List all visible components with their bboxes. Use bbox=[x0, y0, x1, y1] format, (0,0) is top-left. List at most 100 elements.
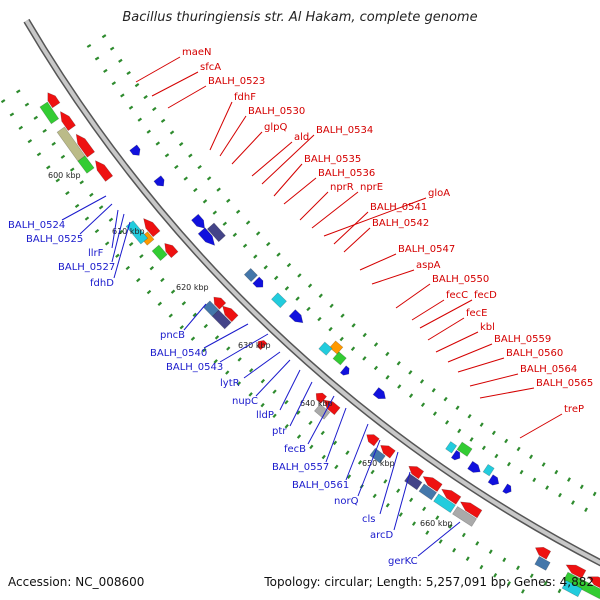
tick-mark bbox=[134, 83, 140, 88]
gene-label: treP bbox=[564, 404, 584, 415]
tick-mark bbox=[51, 141, 56, 146]
leader-line bbox=[79, 203, 113, 235]
tick-mark bbox=[236, 381, 242, 386]
leader-line bbox=[323, 197, 427, 237]
tick-mark bbox=[297, 273, 302, 278]
tick-mark bbox=[362, 332, 367, 338]
tick-mark bbox=[260, 402, 265, 408]
tick-mark bbox=[65, 191, 70, 196]
tick-mark bbox=[306, 306, 311, 312]
gene-feature bbox=[445, 441, 458, 454]
tick-mark bbox=[516, 446, 521, 452]
backbone-line bbox=[24, 19, 600, 565]
tick-mark bbox=[373, 342, 379, 347]
gene-label: fecC bbox=[446, 290, 468, 301]
gene-feature bbox=[151, 244, 168, 262]
tick-mark bbox=[143, 95, 148, 100]
leader-line bbox=[359, 253, 397, 271]
tick-mark bbox=[237, 357, 242, 362]
tick-mark bbox=[284, 286, 290, 291]
gene-feature bbox=[565, 564, 587, 579]
tick-mark bbox=[541, 462, 546, 467]
gene-label: gerKC bbox=[388, 556, 418, 567]
tick-mark bbox=[149, 265, 155, 271]
tick-mark bbox=[137, 117, 143, 122]
tick-mark bbox=[334, 464, 339, 470]
tick-mark bbox=[69, 167, 75, 172]
tick-mark bbox=[111, 81, 117, 86]
gene-label: BALH_0550 bbox=[432, 274, 489, 285]
gene-label: maeN bbox=[182, 47, 212, 58]
tick-mark bbox=[370, 469, 375, 475]
tick-mark bbox=[164, 153, 170, 158]
gene-feature bbox=[222, 305, 239, 323]
leader-line bbox=[111, 209, 119, 249]
tick-mark bbox=[321, 454, 326, 460]
tick-mark bbox=[532, 477, 537, 483]
gene-label: fecD bbox=[474, 290, 497, 301]
tick-mark bbox=[444, 420, 450, 425]
gene-label: BALH_0543 bbox=[166, 362, 223, 373]
tick-mark bbox=[118, 58, 123, 63]
tick-mark bbox=[263, 265, 268, 270]
gene-feature bbox=[561, 579, 583, 598]
tick-mark bbox=[320, 430, 325, 436]
tick-mark bbox=[202, 199, 208, 204]
tick-mark bbox=[385, 503, 390, 508]
gene-feature bbox=[433, 493, 456, 514]
gene-feature bbox=[60, 110, 76, 132]
leader-line bbox=[203, 323, 249, 349]
tick-mark bbox=[272, 413, 277, 419]
tick-mark bbox=[168, 313, 173, 318]
tick-mark bbox=[84, 216, 90, 221]
gene-feature bbox=[456, 441, 473, 457]
tick-mark bbox=[197, 164, 202, 170]
tick-mark bbox=[212, 210, 218, 215]
leader-line bbox=[251, 141, 293, 177]
tick-mark bbox=[372, 493, 377, 499]
leader-line bbox=[469, 373, 519, 387]
gene-label: nupC bbox=[232, 396, 258, 407]
tick-mark bbox=[419, 379, 425, 384]
leader-lines bbox=[61, 56, 563, 557]
gene-feature bbox=[534, 555, 551, 571]
tick-mark bbox=[529, 454, 534, 460]
tick-mark bbox=[457, 428, 462, 434]
gene-feature bbox=[252, 276, 264, 288]
tick-mark bbox=[126, 70, 131, 76]
leader-line bbox=[209, 101, 233, 151]
gene-feature bbox=[422, 476, 443, 493]
gene-feature bbox=[369, 447, 386, 464]
tick-mark bbox=[396, 361, 401, 366]
tick-mark bbox=[98, 205, 104, 210]
tick-mark bbox=[101, 34, 107, 39]
leader-line bbox=[345, 423, 369, 481]
leader-line bbox=[283, 177, 317, 205]
scale-label: 650 kbp bbox=[362, 459, 395, 468]
tick-mark bbox=[329, 303, 334, 309]
tick-mark bbox=[328, 326, 333, 332]
tick-mark bbox=[42, 128, 47, 133]
tick-mark bbox=[157, 301, 163, 307]
gene-label: glpQ bbox=[264, 122, 287, 133]
tick-mark bbox=[27, 139, 33, 144]
tick-mark bbox=[253, 254, 258, 259]
tick-mark bbox=[521, 589, 525, 594]
leader-line bbox=[167, 85, 207, 109]
scale-label: 630 kbp bbox=[238, 341, 271, 350]
gene-feature bbox=[408, 465, 425, 480]
gene-label: BALH_0524 bbox=[8, 220, 65, 231]
tick-mark bbox=[284, 399, 289, 405]
backbone bbox=[23, 18, 600, 567]
leader-line bbox=[113, 221, 131, 279]
leader-line bbox=[457, 357, 505, 373]
tick-mark bbox=[139, 254, 144, 259]
tick-mark bbox=[443, 396, 448, 402]
gene-label: lldP bbox=[256, 410, 274, 421]
gene-label: ptr bbox=[272, 426, 287, 437]
tick-mark bbox=[226, 198, 231, 203]
tick-mark bbox=[467, 413, 472, 419]
leader-line bbox=[111, 213, 125, 263]
tick-mark bbox=[169, 130, 175, 135]
gene-label: BALH_0527 bbox=[58, 262, 115, 273]
